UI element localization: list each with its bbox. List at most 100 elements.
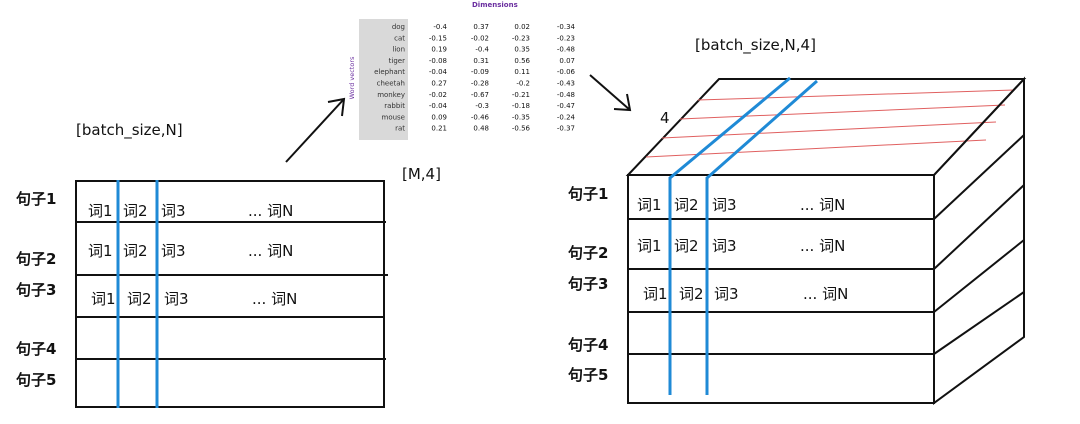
right-cell-word: 词1 <box>643 285 668 303</box>
embedding-value: -0.48 <box>557 46 575 54</box>
embedding-value: 0.31 <box>473 57 489 65</box>
tensor-side-dividers <box>933 134 1025 355</box>
left-cell-word: 词2 <box>123 202 148 220</box>
left-cell-word: 词1 <box>91 290 116 308</box>
right-row-label: 句子5 <box>568 366 608 384</box>
left-cell-word: ... 词N <box>248 202 293 220</box>
embedding-value: -0.15 <box>429 34 447 42</box>
embedding-value: -0.47 <box>557 102 575 110</box>
embedding-value: 0.35 <box>514 46 530 54</box>
left-cell-word: 词3 <box>161 242 186 260</box>
left-row-label: 句子4 <box>16 340 56 358</box>
embedding-value: -0.02 <box>429 91 447 99</box>
right-cell-word: ... 词N <box>800 237 845 255</box>
embedding-word: dog <box>392 23 405 31</box>
embedding-value: -0.28 <box>471 80 489 88</box>
embedding-value: 0.37 <box>473 23 489 31</box>
left-row-label: 句子2 <box>16 250 56 268</box>
embedding-value: 0.27 <box>431 80 447 88</box>
embedding-value: -0.56 <box>512 125 531 133</box>
embedding-value: 0.02 <box>514 23 530 31</box>
embedding-word: rabbit <box>384 102 405 110</box>
embedding-value: 0.09 <box>431 113 447 121</box>
embedding-value: -0.3 <box>475 102 489 110</box>
output-arrow <box>589 74 632 112</box>
right-cell-word: 词3 <box>714 285 739 303</box>
embedding-word: mouse <box>382 113 406 121</box>
tensor-highlight-column <box>705 79 818 395</box>
right-row-label: 句子4 <box>568 336 608 354</box>
depth-label: 4 <box>660 109 670 127</box>
tensor-highlight-columns <box>668 76 818 395</box>
right-cell-word: 词1 <box>637 196 662 214</box>
embedding-value: -0.4 <box>475 46 489 54</box>
embedding-value: -0.37 <box>557 125 575 133</box>
embedding-word: cheetah <box>377 80 405 88</box>
embedding-value: -0.08 <box>429 57 447 65</box>
embedding-axis-label: Word vectors <box>348 56 356 99</box>
embedding-value: -0.46 <box>471 113 490 121</box>
embedding-value: -0.23 <box>557 34 575 42</box>
embedding-word: elephant <box>374 68 405 76</box>
embedding-value: -0.09 <box>471 68 489 76</box>
left-cell-word: 词1 <box>88 242 113 260</box>
right-row-label: 句子1 <box>568 185 608 203</box>
embedding-value: -0.43 <box>557 80 575 88</box>
left-cell-word: 词3 <box>164 290 189 308</box>
right-cell-word: 词2 <box>674 237 699 255</box>
embedding-value: -0.04 <box>429 102 448 110</box>
right-cell-word: 词1 <box>637 237 662 255</box>
right-cell-word: 词2 <box>679 285 704 303</box>
embedding-word: rat <box>395 125 405 133</box>
embedding-value: -0.23 <box>512 34 530 42</box>
embedding-value: -0.2 <box>516 80 530 88</box>
left-row-label: 句子1 <box>16 190 56 208</box>
embedding-value: -0.04 <box>429 68 448 76</box>
embedding-value: -0.02 <box>471 34 489 42</box>
embedding-value: -0.24 <box>557 113 576 121</box>
left-row-label: 句子3 <box>16 281 56 299</box>
embedding-value: -0.4 <box>433 23 447 31</box>
left-cell-word: 词2 <box>123 242 148 260</box>
lookup-arrow <box>285 97 346 163</box>
embedding-value: -0.48 <box>557 91 575 99</box>
right-row-label: 句子2 <box>568 244 608 262</box>
right-cell-word: 词3 <box>712 237 737 255</box>
right-cell-word: 词2 <box>674 196 699 214</box>
left-row-label: 句子5 <box>16 371 56 389</box>
embedding-word: monkey <box>377 91 405 99</box>
embedding-value: -0.34 <box>557 23 576 31</box>
embedding-value: -0.21 <box>512 91 530 99</box>
embedding-word: cat <box>394 34 405 42</box>
tensor-top-face <box>625 78 1027 176</box>
embedding-value: 0.07 <box>559 57 575 65</box>
right-shape-label: [batch_size,N,4] <box>695 36 816 55</box>
embedding-value: 0.21 <box>431 125 447 133</box>
embedding-value: -0.06 <box>557 68 576 76</box>
right-tensor: [batch_size,N,4] 4 句子1 句子2 句子3 句子4 句子5 词… <box>568 36 1027 405</box>
left-matrix: [batch_size,N] 句子1 句子2 句子3 句子4 句子5 词1 词2… <box>16 121 388 408</box>
embedding-shape-label: [M,4] <box>402 165 441 183</box>
right-cell-word: 词3 <box>712 196 737 214</box>
embedding-value: -0.67 <box>471 91 489 99</box>
embedding-value: 0.11 <box>514 68 530 76</box>
embedding-rows: dog -0.4 0.37 0.02 -0.34 cat -0.15 -0.02 -0.23 -0… <box>374 23 575 133</box>
right-cell-word: ... 词N <box>800 196 845 214</box>
embedding-word: tiger <box>389 57 405 65</box>
embedding-word: lion <box>392 46 405 54</box>
embedding-word-column <box>359 19 408 140</box>
embedding-value: 0.56 <box>514 57 530 65</box>
left-cell-word: 词2 <box>127 290 152 308</box>
embedding-title: Dimensions <box>472 1 518 9</box>
tensor-highlight-column <box>668 76 791 395</box>
tensor-depth-lines <box>645 89 1015 158</box>
left-cell-word: 词3 <box>161 202 186 220</box>
embedding-value: -0.35 <box>512 113 530 121</box>
right-row-label: 句子3 <box>568 275 608 293</box>
left-cell-word: 词1 <box>88 202 113 220</box>
left-shape-label: [batch_size,N] <box>76 121 183 140</box>
left-cell-word: ... 词N <box>252 290 297 308</box>
embedding-value: 0.19 <box>431 46 447 54</box>
left-cell-word: ... 词N <box>248 242 293 260</box>
